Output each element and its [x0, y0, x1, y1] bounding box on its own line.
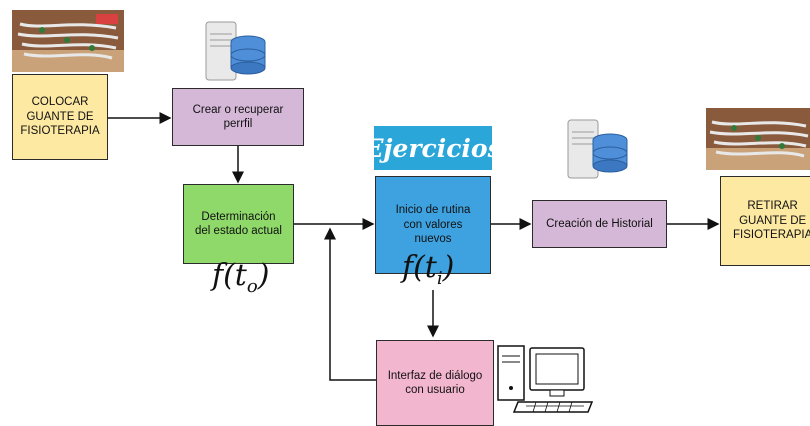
- retirar-guante-label: RETIRAR GUANTE DE FISIOTERAPIA: [733, 200, 810, 242]
- glove-photo-right: [706, 108, 810, 170]
- ejercicios-banner: Ejercicios: [364, 126, 502, 170]
- determinacion-box: Determinación del estado actual: [183, 184, 294, 264]
- retirar-guante-box: RETIRAR GUANTE DE FISIOTERAPIA: [720, 176, 810, 266]
- interfaz-dialogo-label: Interfaz de diálogo con usuario: [387, 369, 483, 396]
- arrow-interfaz-feedback: [324, 227, 376, 381]
- formula-f-to: f(to): [212, 258, 270, 297]
- creacion-historial-box: Creación de Historial: [532, 200, 667, 248]
- database-server-icon-2: [567, 119, 628, 179]
- crear-perfil-box: Crear o recuperar perrfil: [172, 88, 304, 146]
- colocar-guante-label: COLOCAR GUANTE DE FISIOTERAPIA: [20, 96, 100, 138]
- database-server-icon: [205, 21, 266, 81]
- creacion-historial-label: Creación de Historial: [546, 217, 653, 230]
- computer-icon: [497, 345, 594, 413]
- inicio-rutina-label: Inicio de rutina con valores nuevos: [395, 204, 471, 246]
- interfaz-dialogo-box: Interfaz de diálogo con usuario: [376, 340, 494, 426]
- crear-perfil-label: Crear o recuperar perrfil: [192, 103, 284, 130]
- colocar-guante-box: COLOCAR GUANTE DE FISIOTERAPIA: [12, 74, 108, 160]
- glove-photo-left: [12, 10, 124, 72]
- inicio-rutina-box: Inicio de rutina con valores nuevos: [375, 176, 491, 274]
- formula-f-ti: f(ti): [402, 250, 455, 289]
- determinacion-label: Determinación del estado actual: [195, 210, 282, 237]
